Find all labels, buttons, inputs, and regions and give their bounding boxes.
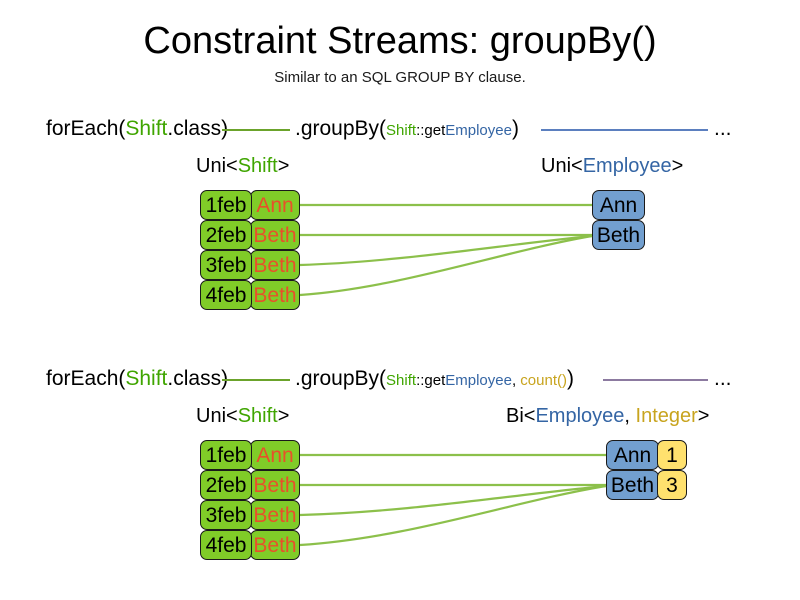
shift-employee-cell: Beth [250, 220, 300, 250]
shift-row-1-4[interactable]: 4feb Beth [200, 280, 300, 310]
type-label-left-1: Uni<Shift> [196, 153, 289, 179]
shift-date-cell: 1feb [200, 190, 252, 220]
shift-employee-cell: Beth [250, 280, 300, 310]
shift-row-2-1[interactable]: 1feb Ann [200, 440, 300, 470]
groupby-arg-class-1: Shift [386, 122, 417, 139]
groupby-arg-separator-2: , [511, 372, 521, 389]
type-left-close-2: > [277, 405, 290, 427]
connector-groupby-to-next-2 [603, 379, 708, 381]
foreach-prefix-text-2: forEach( [46, 367, 126, 390]
shift-employee-cell: Beth [250, 500, 300, 530]
employee-name-cell: Ann [606, 440, 659, 470]
shift-employee-cell: Ann [250, 440, 300, 470]
code-groupby-call-2: .groupBy(Shift::getEmployee, count()) [295, 366, 574, 394]
groupby-prefix-text-1: .groupBy( [295, 117, 387, 140]
type-left-generic-2: Shift [237, 405, 278, 427]
type-right-generic-1: Employee [582, 155, 672, 177]
shift-row-1-3[interactable]: 3feb Beth [200, 250, 300, 280]
foreach-type-shift-2: Shift [125, 367, 168, 390]
type-label-right-2: Bi<Employee, Integer> [506, 403, 709, 429]
employee-count-cell: 1 [657, 440, 687, 470]
shift-date-cell: 4feb [200, 280, 252, 310]
link-line-1-beth-c [299, 234, 593, 297]
link-line-2-beth-c [299, 484, 607, 547]
groupby-arg-method-1: ::get [416, 122, 446, 139]
foreach-prefix-text: forEach( [46, 117, 126, 140]
type-right-separator-2: , [624, 405, 636, 427]
link-line-2-beth-b [299, 484, 607, 517]
shift-row-1-2[interactable]: 2feb Beth [200, 220, 300, 250]
foreach-suffix-text-2: .class) [167, 367, 229, 390]
employee-name-cell: Beth [592, 220, 645, 250]
groupby-arg-class-2: Shift [386, 372, 417, 389]
foreach-suffix-text: .class) [167, 117, 229, 140]
employee-count-row-2-1[interactable]: Ann 1 [606, 440, 687, 470]
shift-date-cell: 3feb [200, 500, 252, 530]
type-right-generic-2b: Integer [635, 405, 698, 427]
employee-name-cell: Ann [592, 190, 645, 220]
type-right-open-2: Bi< [506, 405, 536, 427]
employee-count-row-2-2[interactable]: Beth 3 [606, 470, 687, 500]
groupby-arg-property-1: Employee [445, 122, 512, 139]
employee-count-cell: 3 [657, 470, 687, 500]
type-left-open-1: Uni< [196, 155, 238, 177]
foreach-type-shift: Shift [125, 117, 168, 140]
connector-foreach-to-groupby-1 [222, 129, 290, 131]
code-line-groupby-count: forEach(Shift.class) [46, 366, 228, 392]
page-subtitle: Similar to an SQL GROUP BY clause. [274, 69, 526, 86]
shift-employee-cell: Beth [250, 250, 300, 280]
connector-foreach-to-groupby-2 [222, 379, 290, 381]
shift-date-cell: 2feb [200, 470, 252, 500]
ellipsis-1: ... [714, 117, 732, 140]
type-label-left-2: Uni<Shift> [196, 403, 289, 429]
shift-row-2-4[interactable]: 4feb Beth [200, 530, 300, 560]
shift-row-2-2[interactable]: 2feb Beth [200, 470, 300, 500]
type-left-open-2: Uni< [196, 405, 238, 427]
type-right-open-1: Uni< [541, 155, 583, 177]
type-left-close-1: > [277, 155, 290, 177]
employee-name-cell: Beth [606, 470, 659, 500]
shift-row-2-3[interactable]: 3feb Beth [200, 500, 300, 530]
link-line-1-beth-b [299, 234, 593, 267]
groupby-arg-property-2: Employee [445, 372, 512, 389]
type-label-right-1: Uni<Employee> [541, 153, 683, 179]
groupby-arg-collector-2: count() [520, 372, 567, 389]
type-left-generic-1: Shift [237, 155, 278, 177]
shift-row-1-1[interactable]: 1feb Ann [200, 190, 300, 220]
employee-row-1-2[interactable]: Beth [592, 220, 645, 250]
groupby-suffix-text-2: ) [566, 367, 574, 390]
connector-groupby-to-next-1 [541, 129, 708, 131]
shift-date-cell: 4feb [200, 530, 252, 560]
groupby-prefix-text-2: .groupBy( [295, 367, 387, 390]
shift-employee-cell: Beth [250, 470, 300, 500]
type-right-generic-2a: Employee [535, 405, 625, 427]
shift-date-cell: 1feb [200, 440, 252, 470]
shift-date-cell: 3feb [200, 250, 252, 280]
shift-employee-cell: Beth [250, 530, 300, 560]
code-line-groupby-single: forEach(Shift.class) [46, 116, 228, 142]
page-title: Constraint Streams: groupBy() [143, 20, 657, 62]
ellipsis-2: ... [714, 367, 732, 390]
employee-row-1-1[interactable]: Ann [592, 190, 645, 220]
type-right-close-1: > [671, 155, 684, 177]
type-right-close-2: > [697, 405, 710, 427]
groupby-suffix-text-1: ) [511, 117, 519, 140]
groupby-arg-method-2: ::get [416, 372, 446, 389]
shift-date-cell: 2feb [200, 220, 252, 250]
shift-employee-cell: Ann [250, 190, 300, 220]
code-groupby-call-1: .groupBy(Shift::getEmployee) [295, 116, 519, 144]
